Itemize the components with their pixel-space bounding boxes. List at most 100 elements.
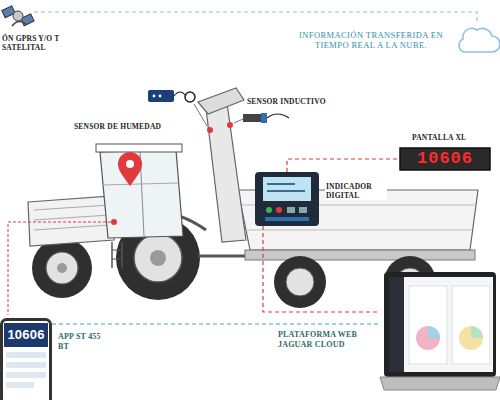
tractor-part <box>111 219 117 225</box>
laptop-outline-part <box>459 326 483 350</box>
sensor-leader-part <box>194 104 207 126</box>
laptop-outline-part <box>380 377 500 390</box>
indicator-device-part <box>299 207 307 213</box>
laptop-node: PLATAFORMA WEB JAGUAR CLOUD <box>380 272 500 392</box>
tractor-part <box>112 259 122 260</box>
tractor-part <box>96 144 182 152</box>
tractor-part <box>121 242 123 268</box>
tractor-part <box>32 238 92 298</box>
indicator-device-part <box>267 190 305 192</box>
dashed-connector <box>34 12 477 22</box>
moisture-sensor-icon <box>148 90 195 102</box>
grain-cart-part <box>245 250 475 260</box>
indicator-device-part <box>265 217 309 221</box>
display-value: 10606 <box>400 148 490 170</box>
tractor-part <box>102 183 178 185</box>
sensor-leader-part <box>234 119 243 123</box>
grain-cart-part <box>198 88 244 114</box>
tractor-part <box>112 250 122 251</box>
phone-outline-part <box>6 362 46 368</box>
indicator-device-part <box>255 172 319 226</box>
satellite-icon <box>2 6 34 26</box>
satellite-node: ÓN GPRS Y/O T SATELITAL <box>2 2 34 30</box>
tractor-part <box>118 152 142 186</box>
moisture-sensor-icon-part <box>185 92 195 102</box>
cloud-node-shape <box>456 22 498 56</box>
inductive-sensor-icon-part <box>261 113 267 123</box>
grain-cart-part <box>286 268 314 296</box>
satellite-node-shape <box>2 2 34 30</box>
inductive-sensor-icon <box>243 113 289 123</box>
phone-node: 10606APP ST 455 BT <box>0 318 52 400</box>
led-display-frame <box>400 148 490 170</box>
inductive-sensor-icon-part <box>243 114 263 122</box>
laptop-outline-part <box>428 326 440 338</box>
led-display: PANTALLA XL10606 <box>400 148 490 170</box>
satellite-icon-part <box>13 11 23 21</box>
phone-value: 10606 <box>4 327 48 343</box>
phone-outline <box>2 320 51 400</box>
dashed-connector <box>287 159 400 172</box>
grain-cart-part <box>227 122 233 128</box>
tractor-part <box>34 215 110 220</box>
tractor-part <box>100 150 183 238</box>
phone-outline-part <box>2 320 51 400</box>
tractor-part <box>34 205 110 210</box>
satellite-label: ÓN GPRS Y/O T SATELITAL <box>2 34 60 52</box>
dashed-connector <box>52 323 380 324</box>
sensor-node: SENSOR INDUCTIVO <box>243 110 291 126</box>
tractor-part <box>57 263 67 273</box>
dashed-leader <box>8 222 111 315</box>
laptop-outline-part <box>389 277 404 372</box>
laptop-node-shape <box>380 272 500 392</box>
tractor-part <box>28 196 114 246</box>
indicator-device-part <box>276 207 282 213</box>
sensor-leader <box>194 104 243 126</box>
moisture-sensor-icon-part <box>174 92 186 96</box>
laptop-outline-part <box>409 286 447 364</box>
laptop-outline-part <box>471 326 483 338</box>
tractor-part <box>111 242 113 268</box>
phone-outline-part <box>6 382 34 388</box>
sensor-label: SENSOR INDUCTIVO <box>247 97 326 106</box>
inductive-sensor-icon-part <box>267 114 289 118</box>
dashed-connector <box>263 226 380 312</box>
grain-cart-part <box>274 256 326 308</box>
indicator-node-shape <box>255 172 319 226</box>
satellite-icon-part <box>12 21 26 26</box>
phone-outline-part <box>4 323 48 347</box>
platform-label: PLATAFORMA WEB JAGUAR CLOUD <box>278 330 376 349</box>
grain-cart-part <box>207 127 213 133</box>
indicator-label: INDICADOR DIGITAL <box>325 182 387 200</box>
grain-cart-part <box>246 230 472 231</box>
laptop-outline-part <box>389 277 493 372</box>
indicator-device-part <box>287 207 295 213</box>
tractor-part <box>126 160 134 168</box>
laptop-outline-part <box>416 326 440 350</box>
moisture-sensor-icon-part <box>153 95 156 98</box>
tractor-part <box>46 252 78 284</box>
sensor-label: SENSOR DE HUMEDAD <box>74 122 161 131</box>
indicator-device-part <box>267 183 295 185</box>
laptop-outline-part <box>384 272 496 377</box>
cloud-outline <box>459 28 500 52</box>
indicator-device-part <box>266 207 272 213</box>
indicator-device-part <box>263 177 311 201</box>
tractor-part <box>150 250 166 266</box>
tractor-part <box>134 234 182 282</box>
indicator-node: INDICADOR DIGITAL <box>255 172 319 226</box>
phone-outline-part <box>6 352 46 358</box>
laptop-outline <box>380 272 500 390</box>
tractor-part <box>34 225 110 230</box>
sensor-node-shape <box>243 110 291 126</box>
grain-cart-part <box>205 96 246 242</box>
tractor-part <box>198 255 246 258</box>
phone-outline-part <box>6 372 46 378</box>
sensor-node-shape <box>148 86 196 106</box>
indicator-device <box>255 172 319 226</box>
laptop-outline-part <box>452 286 490 364</box>
sensor-node: SENSOR DE HUMEDAD <box>148 86 196 106</box>
cloud-caption: INFORMACIÓN TRANSFERIDA EN TIEMPO REAL A… <box>290 30 452 50</box>
